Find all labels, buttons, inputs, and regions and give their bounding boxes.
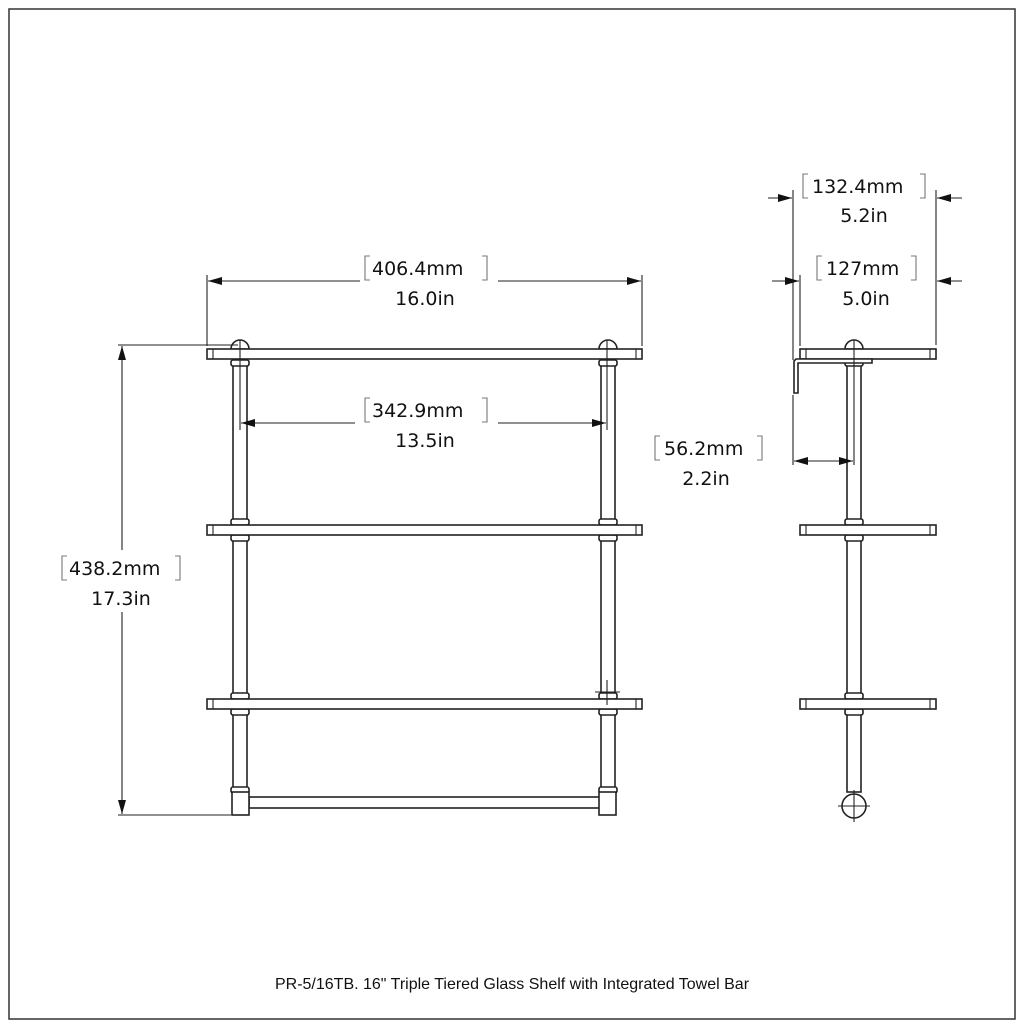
towel-bar-left-cap [231,791,250,816]
svg-text:17.3in: 17.3in [91,588,151,610]
svg-text:16.0in: 16.0in [395,288,455,310]
wall-bracket [793,358,873,394]
towel-bar-right-cap [598,791,617,816]
svg-text:127mm: 127mm [826,258,899,280]
dimension-wall-to-post: 56.2mm 2.2in [654,395,853,490]
svg-text:132.4mm: 132.4mm [812,176,903,198]
dimension-overall-width: 406.4mm 16.0in [206,255,643,346]
drawing-frame [8,8,1016,1020]
svg-text:342.9mm: 342.9mm [372,400,463,422]
dimension-overall-height: 438.2mm 17.3in [61,344,238,816]
front-view [206,339,643,816]
towel-bar [248,796,602,809]
svg-text:2.2in: 2.2in [682,468,730,490]
svg-text:5.0in: 5.0in [842,288,890,310]
svg-text:56.2mm: 56.2mm [664,438,743,460]
drawing-caption: PR-5/16TB. 16" Triple Tiered Glass Shelf… [275,976,750,993]
post-collars [230,359,618,794]
dimension-overall-depth: 132.4mm 5.2in [768,173,962,360]
svg-text:438.2mm: 438.2mm [69,558,160,580]
right-finial [598,339,618,350]
svg-text:406.4mm: 406.4mm [372,258,463,280]
right-post [600,361,616,793]
dimension-post-spacing: 342.9mm 13.5in [241,397,606,452]
dimension-shelf-depth: 127mm 5.0in [772,255,962,346]
svg-text:13.5in: 13.5in [395,430,455,452]
svg-text:5.2in: 5.2in [840,205,888,227]
side-view [793,339,937,822]
glass-shelves [206,348,643,710]
